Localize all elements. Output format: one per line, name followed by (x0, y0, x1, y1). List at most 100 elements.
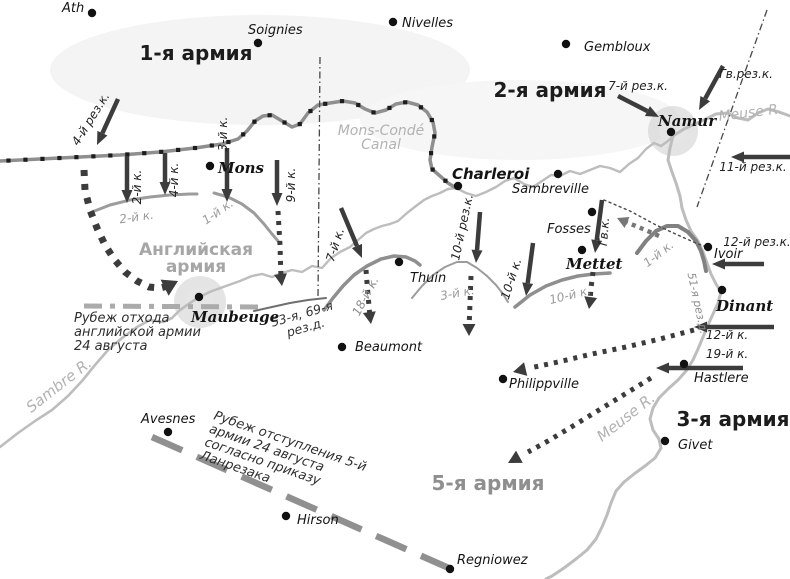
attack-arrow-7-й к.-shaft (338, 207, 360, 247)
pursuit-9corps (275, 210, 284, 279)
city-label-Regniowez: Regniowez (457, 553, 529, 568)
canal-tick (387, 105, 392, 111)
corps-label-german: 19-й к. (706, 347, 748, 361)
river-sambre-maubeuge-charleroi (197, 186, 458, 299)
city-label-Nivelles: Nivelles (402, 16, 453, 31)
city-label-Avesnes: Avesnes (140, 412, 196, 427)
attack-arrow-Гв.рез.к.-shaft (703, 64, 725, 100)
corps-label-german: 12-й рез.к. (723, 235, 790, 249)
british-retreat-path-head (160, 279, 178, 296)
attack-arrow-9-й к.-head (271, 193, 283, 206)
boundary-army-2-3 (696, 9, 768, 208)
attack-arrow-Гв.к.-shaft (594, 199, 605, 241)
city-dot-Regniowez (445, 564, 455, 574)
city-label-Thuin: Thuin (410, 271, 446, 286)
river-sambre-west (0, 295, 201, 449)
city-label-Mons: Mons (217, 159, 265, 177)
city-label-Givet: Givet (678, 438, 713, 453)
british-corps-2: 2-й к. (118, 208, 154, 227)
canal-tick (192, 145, 198, 151)
canal-tick (74, 155, 79, 160)
canal-tick (308, 108, 313, 114)
canal-tick (176, 147, 181, 153)
ivoir-northwest (625, 219, 660, 239)
city-label-Fosses: Fosses (547, 222, 591, 237)
city-dot-Sambreville (553, 169, 563, 179)
attack-arrow-10-й рез.к.-head (471, 249, 483, 263)
city-dot-Thuin (394, 257, 404, 267)
city-dot-Mettet (577, 245, 587, 255)
pursuit-guard-head (584, 296, 598, 309)
attack-arrow-Гв.к.-head (591, 239, 603, 253)
city-dot-Maubeuge (194, 292, 204, 302)
canal-tick (91, 154, 96, 159)
attack-arrow-7-й рез.к.-shaft (616, 93, 649, 114)
paper-wash (360, 80, 680, 160)
attack-arrow-12-й к.-head (694, 321, 707, 333)
canal-tick (40, 156, 45, 161)
french-corps-3: 3-й к. (439, 283, 476, 303)
army-label-army-2: 2-я армия (493, 78, 606, 102)
attack-arrow-3-й к.-head (221, 189, 233, 202)
canal-tick (430, 167, 435, 172)
city-label-Soignies: Soignies (248, 23, 303, 38)
pursuit-9corps-head (274, 273, 287, 286)
city-dot-Beaumont (337, 342, 347, 352)
city-label-Charleroi: Charleroi (452, 165, 530, 183)
river-meuse-east (671, 107, 790, 138)
city-label-Maubeuge: Maubeuge (190, 308, 279, 326)
canal-tick (142, 151, 147, 156)
attack-arrow-12-й рез.к.-head (712, 258, 725, 270)
corps-label-german: 7-й рез.к. (608, 79, 668, 93)
canal-tick (267, 113, 272, 118)
corps-label-german: 11-й рез.к. (719, 160, 786, 174)
corps-label-german: 3-й к. (216, 117, 230, 152)
canal-tick (339, 99, 345, 104)
attack-arrow-7-й к.-head (351, 243, 363, 258)
city-dot-Avesnes (163, 427, 173, 437)
city-label-Gembloux: Gembloux (584, 40, 651, 55)
canal-tick (252, 119, 257, 124)
meuse-north-label: Meuse R. (718, 101, 784, 125)
army-label-army-1: 1-я армия (139, 41, 252, 65)
canal-tick (23, 157, 28, 162)
attack-arrow-11-й рез.к.-head (731, 151, 744, 163)
city-dot-Hastlere (679, 359, 689, 369)
city-dot-Hirson (281, 511, 291, 521)
attack-arrow-10-й к.-head (522, 282, 534, 296)
city-label-Namur: Namur (657, 112, 717, 130)
canal-tick (297, 121, 302, 127)
city-dot-Soignies (253, 38, 263, 48)
army-label-army-3: 3-я армия (676, 407, 789, 431)
canal-tick (282, 120, 287, 125)
french-3corps-line (411, 261, 509, 303)
city-label-Ivoir: Ivoir (714, 247, 744, 262)
canal-tick (241, 132, 246, 137)
canal-tick (323, 101, 328, 106)
canal-tick (418, 105, 424, 110)
pursuit-to-philippville-head (513, 362, 528, 376)
canal-tick (6, 158, 11, 163)
city-label-Mettet: Mettet (565, 255, 623, 273)
canal-tick (432, 134, 437, 139)
corps-label-german: 4-й к. (167, 163, 181, 198)
french-1corps-line (635, 224, 708, 273)
corps-label-german: 2-й к. (130, 170, 144, 205)
city-label-Hirson: Hirson (297, 513, 339, 528)
canal-tick (443, 178, 448, 183)
city-label-Beaumont: Beaumont (355, 340, 423, 355)
pursuit-7corps-head (362, 311, 376, 324)
canal-tick (356, 102, 361, 108)
city-dot-Namur (666, 127, 676, 137)
canal-tick (159, 149, 164, 154)
boundary-army-1-2 (317, 56, 321, 298)
city-dot-Philippville (498, 374, 508, 384)
british-retreat-boundary (83, 303, 259, 310)
canal-tick (125, 152, 130, 157)
river-meuse-south (544, 134, 723, 579)
city-dot-Mons (205, 161, 215, 171)
